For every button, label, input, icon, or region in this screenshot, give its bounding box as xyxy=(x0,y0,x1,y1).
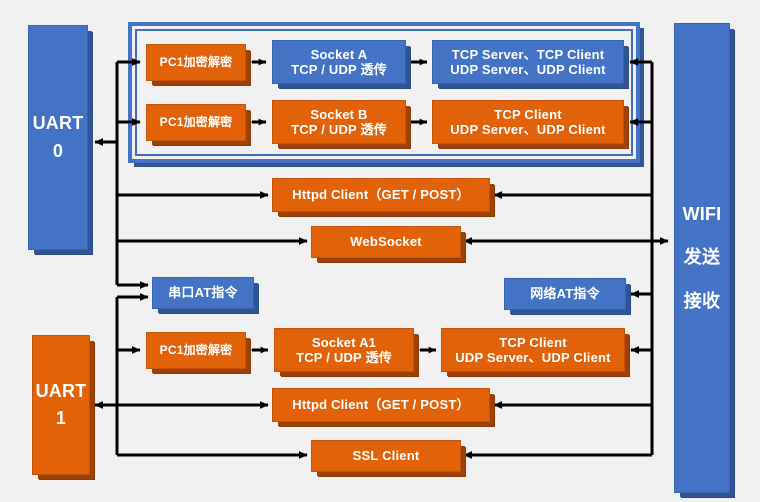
socket-a-line1: Socket A xyxy=(310,46,368,62)
socket-a1-line2: TCP / UDP 透传 xyxy=(296,350,392,365)
wifi-label-line2: 发送 xyxy=(683,247,721,268)
uart0-label-line1: UART xyxy=(32,113,84,134)
socket-b[interactable]: Socket B TCP / UDP 透传 xyxy=(272,100,406,144)
pc1-crypto-socket-a1-label: PC1加密解密 xyxy=(159,343,233,358)
socket-a1-protocols-line1: TCP Client xyxy=(499,334,567,350)
uart1-label-line2: 1 xyxy=(55,408,67,428)
uart0-label-line2: 0 xyxy=(52,140,64,161)
endpoint-uart1[interactable]: UART 1 xyxy=(32,335,90,475)
pc1-crypto-socket-b-label: PC1加密解密 xyxy=(159,115,233,130)
httpd-client-uart0-label: Httpd Client（GET / POST） xyxy=(292,187,470,203)
socket-a1[interactable]: Socket A1 TCP / UDP 透传 xyxy=(274,328,414,372)
ssl-client-label: SSL Client xyxy=(352,448,420,464)
pc1-crypto-socket-a1[interactable]: PC1加密解密 xyxy=(146,332,246,369)
socket-a1-line1: Socket A1 xyxy=(311,334,377,350)
socket-a1-protocols[interactable]: TCP Client UDP Server、UDP Client xyxy=(441,328,625,372)
uart1-label-line1: UART xyxy=(35,380,87,401)
socket-a-protocols-line1: TCP Server、TCP Client xyxy=(451,46,605,62)
endpoint-uart0[interactable]: UART 0 xyxy=(28,25,88,250)
socket-a-protocols-line2: UDP Server、UDP Client xyxy=(450,62,606,77)
socket-b-line2: TCP / UDP 透传 xyxy=(291,122,387,137)
socket-a1-protocols-line2: UDP Server、UDP Client xyxy=(455,350,611,365)
socket-b-protocols[interactable]: TCP Client UDP Server、UDP Client xyxy=(432,100,624,144)
pc1-crypto-socket-a-label: PC1加密解密 xyxy=(159,55,233,70)
socket-b-protocols-line1: TCP Client xyxy=(494,106,562,122)
socket-b-protocols-line2: UDP Server、UDP Client xyxy=(450,122,606,137)
ssl-client[interactable]: SSL Client xyxy=(311,440,461,472)
socket-b-line1: Socket B xyxy=(310,106,368,122)
network-at-command[interactable]: 网络AT指令 xyxy=(504,278,626,310)
websocket[interactable]: WebSocket xyxy=(311,226,461,258)
websocket-label: WebSocket xyxy=(350,234,422,250)
httpd-client-uart1-label: Httpd Client（GET / POST） xyxy=(292,397,470,413)
uart1-bus xyxy=(94,293,308,459)
pc1-crypto-socket-b[interactable]: PC1加密解密 xyxy=(146,104,246,141)
socket-a-line2: TCP / UDP 透传 xyxy=(291,62,387,77)
network-at-command-label: 网络AT指令 xyxy=(530,286,600,302)
wifi-label-line1: WIFI xyxy=(682,204,722,225)
pc1-crypto-socket-a[interactable]: PC1加密解密 xyxy=(146,44,246,81)
socket-group-frame-inner xyxy=(135,29,633,156)
wifi-label-line3: 接收 xyxy=(683,290,721,311)
serial-at-command[interactable]: 串口AT指令 xyxy=(152,277,254,309)
socket-a-protocols[interactable]: TCP Server、TCP Client UDP Server、UDP Cli… xyxy=(432,40,624,84)
httpd-client-uart0[interactable]: Httpd Client（GET / POST） xyxy=(272,178,490,212)
httpd-client-uart1[interactable]: Httpd Client（GET / POST） xyxy=(272,388,490,422)
serial-at-command-label: 串口AT指令 xyxy=(168,285,238,301)
socket-a[interactable]: Socket A TCP / UDP 透传 xyxy=(272,40,406,84)
endpoint-wifi[interactable]: WIFI 发送 接收 xyxy=(674,23,730,493)
